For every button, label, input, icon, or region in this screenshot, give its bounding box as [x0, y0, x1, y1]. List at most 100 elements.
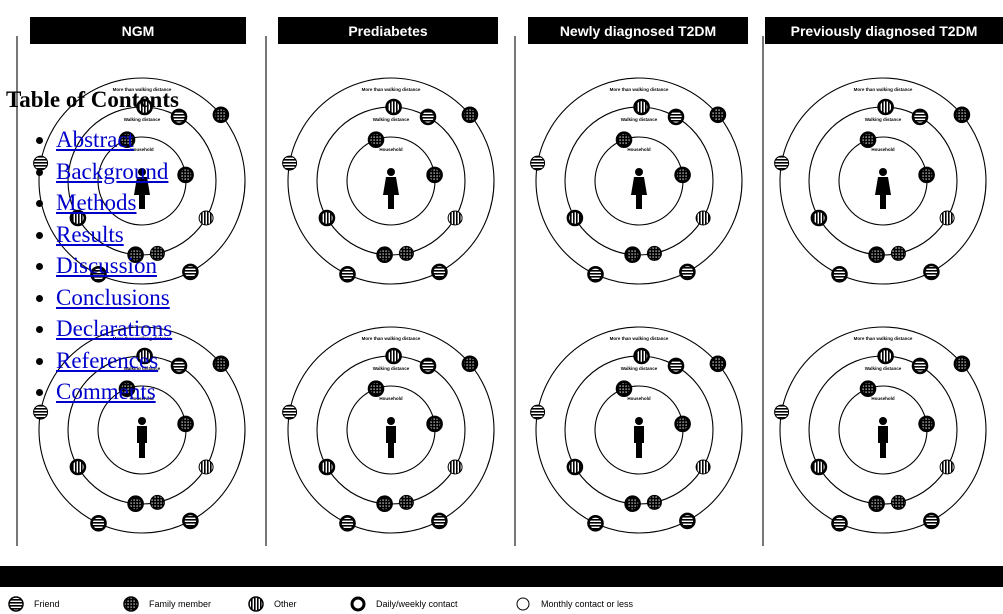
column-header-ngm: NGM: [30, 17, 246, 44]
contact-node: [149, 245, 165, 261]
contact-node: [90, 514, 107, 532]
contact-node: [212, 355, 230, 373]
column-header-previously-diagnosed: Previously diagnosed T2DM: [765, 17, 1003, 44]
toc-item: Background: [56, 156, 246, 188]
column-divider: [16, 36, 18, 546]
column-header-newly-diagnosed: Newly diagnosed T2DM: [528, 17, 748, 44]
outer-ring: [779, 77, 987, 285]
ring-label-outer: More than walking distance: [362, 87, 421, 92]
contact-node: [149, 494, 165, 510]
contact-node: [367, 380, 385, 398]
contact-node: [695, 210, 711, 226]
toc-link-references[interactable]: References: [56, 347, 159, 373]
contact-node: [136, 347, 153, 365]
column-header-prediabetes: Prediabetes: [278, 17, 498, 44]
outer-ring: [535, 326, 743, 534]
contact-node: [877, 347, 894, 365]
ring-label-middle: Walking distance: [124, 117, 161, 122]
contact-node: [868, 246, 885, 263]
contact-node: [127, 246, 144, 263]
contact-node: [33, 404, 49, 420]
toc-list: Abstract Background Methods Results Disc…: [6, 124, 246, 408]
outer-ring: [287, 77, 495, 285]
contact-node: [385, 347, 402, 365]
contact-node: [182, 263, 199, 281]
toc-link-conclusions[interactable]: Conclusions: [56, 284, 170, 310]
contact-node: [530, 155, 546, 171]
contact-node: [376, 495, 393, 513]
contact-node: [877, 98, 894, 116]
person-head: [635, 168, 643, 176]
contact-node: [587, 514, 604, 532]
contact-node: [953, 106, 971, 124]
contact-node: [633, 347, 650, 365]
person-icon: [134, 168, 150, 209]
toc-item: References: [56, 345, 246, 377]
ring-label-outer: More than walking distance: [113, 87, 172, 92]
toc-link-declarations[interactable]: Declarations: [56, 316, 173, 341]
contact-node: [774, 404, 790, 420]
legend-item-daily: Daily/weekly contact: [350, 596, 458, 612]
table-of-contents: Table of Contents Abstract Background Me…: [6, 86, 246, 408]
person-icon: [137, 417, 147, 458]
contact-node: [90, 265, 107, 283]
person-head: [387, 417, 395, 425]
contact-node: [182, 512, 199, 530]
ring-label-outer: More than walking distance: [362, 336, 421, 341]
contact-node: [376, 246, 393, 263]
person-body: [134, 177, 150, 209]
contact-node: [282, 404, 298, 420]
contact-node: [431, 512, 448, 530]
person-body: [634, 426, 644, 458]
ring-label-inner: Household: [130, 396, 154, 401]
contact-node: [674, 166, 691, 184]
contact-node: [339, 265, 356, 283]
contact-node: [587, 265, 604, 283]
outer-ring: [287, 326, 495, 534]
toc-item: Methods: [56, 187, 246, 219]
ring-label-inner: Household: [627, 396, 651, 401]
legend-band: [0, 566, 1003, 587]
legend-item-monthly: Monthly contact or less: [515, 596, 633, 612]
other-icon: [248, 596, 264, 612]
person-icon: [383, 168, 399, 209]
ring-label-outer: More than walking distance: [854, 87, 913, 92]
contact-node: [198, 459, 214, 475]
contact-node: [177, 166, 194, 184]
contact-node: [859, 380, 877, 398]
contact-node: [911, 108, 929, 126]
legend-label: Monthly contact or less: [541, 599, 634, 609]
contact-node: [431, 263, 448, 281]
toc-item: Conclusions: [56, 282, 246, 314]
contact-node: [674, 415, 691, 433]
contact-node: [118, 131, 136, 148]
person-body: [383, 177, 399, 209]
person-icon: [386, 417, 396, 458]
legend-item-other: Other: [248, 596, 297, 612]
contact-node: [212, 106, 230, 124]
contact-node: [615, 131, 633, 148]
legend-label: Friend: [34, 599, 60, 609]
contact-node: [566, 209, 584, 227]
person-head: [138, 417, 146, 425]
toc-link-results[interactable]: Results: [56, 221, 124, 247]
ring-label-outer: More than walking distance: [610, 87, 669, 92]
outer-ring: [38, 77, 246, 285]
toc-link-discussion[interactable]: Discussion: [56, 253, 157, 278]
toc-link-comments[interactable]: Comments: [56, 379, 156, 404]
toc-link-background[interactable]: Background: [56, 158, 169, 184]
toc-link-abstract[interactable]: Abstract: [56, 127, 134, 152]
toc-item: Abstract: [56, 124, 246, 156]
toc-link-methods[interactable]: Methods: [56, 190, 137, 215]
ring-label-outer: More than walking distance: [610, 336, 669, 341]
contact-node: [127, 495, 144, 513]
contact-node: [615, 380, 633, 398]
contact-node: [810, 209, 828, 227]
contact-node: [177, 415, 194, 433]
